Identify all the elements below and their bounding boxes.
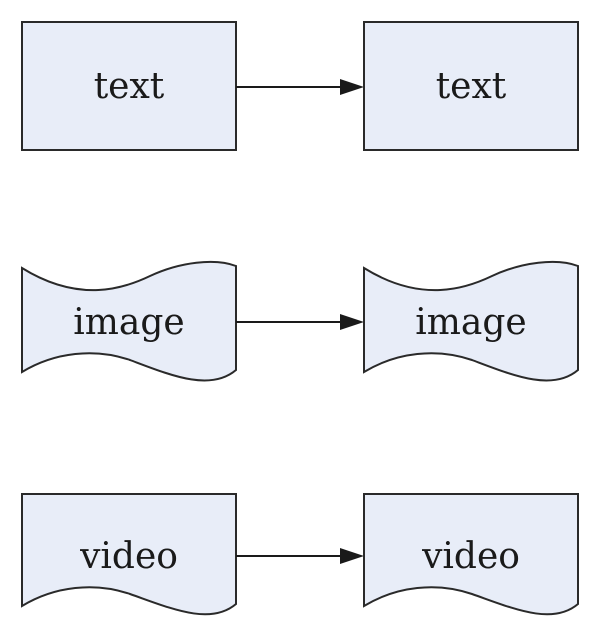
image-target-label: image bbox=[415, 302, 526, 343]
image-source-label: image bbox=[73, 302, 184, 343]
video-source-label: video bbox=[79, 536, 178, 577]
row-video: video video bbox=[21, 493, 579, 616]
row-image: image image bbox=[21, 260, 579, 382]
image-source-shape bbox=[21, 260, 237, 382]
image-arrow bbox=[236, 314, 364, 330]
video-target-label: video bbox=[421, 536, 520, 577]
text-target-label: text bbox=[436, 66, 507, 107]
text-arrow bbox=[236, 79, 364, 95]
text-target-box bbox=[363, 21, 579, 151]
video-target-shape bbox=[363, 493, 579, 616]
row-text: text text bbox=[21, 21, 579, 151]
image-target-shape bbox=[363, 260, 579, 382]
text-source-box bbox=[21, 21, 237, 151]
video-arrow bbox=[236, 548, 364, 564]
video-source-shape bbox=[21, 493, 237, 616]
text-source-label: text bbox=[94, 66, 165, 107]
